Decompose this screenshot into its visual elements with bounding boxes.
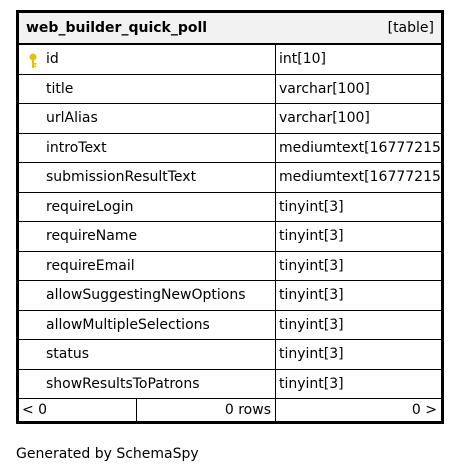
table-type-tag: [table] (387, 20, 434, 36)
column-name: introText (46, 139, 107, 156)
column-type: tinyint[3] (275, 309, 442, 340)
column-name-cell: requireEmail (18, 250, 276, 281)
column-name: requireEmail (46, 257, 135, 274)
table-name: web_builder_quick_poll (26, 20, 208, 36)
column-name: allowSuggestingNewOptions (46, 287, 246, 303)
column-name-cell: allowMultipleSelections (18, 309, 276, 340)
column-name: submissionResultText (46, 169, 197, 185)
column-name-cell: status (18, 339, 276, 370)
column-type: int[10] (275, 44, 442, 75)
column-type: tinyint[3] (275, 221, 442, 252)
column-type: mediumtext[16777215] (275, 132, 442, 163)
table-box: web_builder_quick_poll [table] id int[10]… (16, 10, 444, 424)
column-name-cell: title (18, 73, 276, 104)
row-count: 0 rows (136, 398, 276, 422)
column-name: status (46, 346, 90, 362)
column-name: id (46, 51, 59, 67)
column-name-cell: introText (18, 132, 276, 163)
column-type: tinyint[3] (275, 191, 442, 222)
column-name-cell: requireName (18, 221, 276, 252)
column-name: allowMultipleSelections (46, 316, 210, 333)
column-type: tinyint[3] (275, 250, 442, 281)
column-name: urlAlias (46, 110, 98, 126)
column-name: title (46, 80, 74, 97)
generated-by-label: Generated by SchemaSpy (16, 446, 199, 462)
table-header: web_builder_quick_poll [table] (18, 12, 442, 44)
children-count: 0 > (275, 398, 442, 422)
column-name-cell: requireLogin (18, 191, 276, 222)
column-type: tinyint[3] (275, 339, 442, 370)
column-name-cell: urlAlias (18, 103, 276, 134)
column-type: varchar[100] (275, 103, 442, 134)
column-name-cell: allowSuggestingNewOptions (18, 280, 276, 311)
column-name: requireLogin (46, 198, 134, 215)
primary-key-icon (29, 53, 37, 68)
column-name-cell: submissionResultText (18, 162, 276, 193)
column-type: varchar[100] (275, 73, 442, 104)
column-type: tinyint[3] (275, 280, 442, 311)
parents-count: < 0 (18, 398, 137, 422)
column-name: requireName (46, 228, 138, 244)
column-name-cell: id (18, 44, 276, 75)
column-type: mediumtext[16777215] (275, 162, 442, 193)
column-name-cell: showResultsToPatrons (18, 368, 276, 399)
column-name: showResultsToPatrons (46, 375, 200, 392)
column-type: tinyint[3] (275, 368, 442, 399)
